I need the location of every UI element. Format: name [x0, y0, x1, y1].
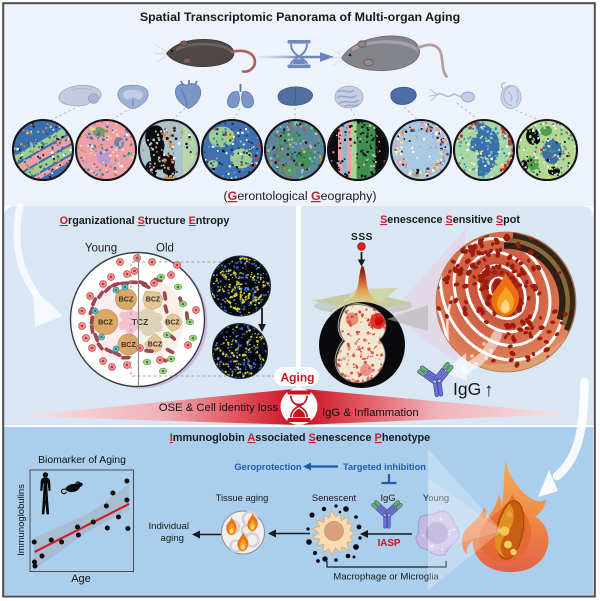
svg-text:↑: ↑	[484, 380, 494, 401]
svg-text:Senescence Sensitive Spot: Senescence Sensitive Spot	[380, 214, 520, 226]
svg-text:Immunoglobulins: Immunoglobulins	[16, 484, 27, 556]
svg-text:Targeted inhibition: Targeted inhibition	[343, 462, 426, 472]
svg-text:Macrophage or Microglia: Macrophage or Microglia	[333, 572, 439, 583]
svg-text:Aging: Aging	[281, 371, 315, 385]
svg-text:Biomarker of Aging: Biomarker of Aging	[38, 455, 126, 466]
svg-text:Organizational Structure Entro: Organizational Structure Entropy	[60, 215, 230, 227]
svg-text:TCZ: TCZ	[132, 317, 149, 327]
svg-text:Young: Young	[85, 243, 117, 255]
svg-text:Tissue aging: Tissue aging	[216, 492, 269, 503]
svg-text:Spatial Transcriptomic Panoram: Spatial Transcriptomic Panorama of Multi…	[140, 10, 460, 24]
svg-text:Senescent: Senescent	[312, 492, 357, 503]
svg-text:Old: Old	[156, 243, 174, 255]
svg-text:IgG: IgG	[453, 379, 481, 399]
svg-text:(Gerontological Geography): (Gerontological Geography)	[224, 189, 377, 203]
svg-text:BCZ: BCZ	[98, 318, 113, 327]
svg-text:IASP: IASP	[378, 538, 401, 549]
svg-text:BCZ: BCZ	[146, 297, 161, 304]
svg-text:IgG: IgG	[380, 492, 395, 503]
svg-text:Young: Young	[423, 492, 449, 503]
svg-text:IgG & Inflammation: IgG & Inflammation	[322, 407, 419, 419]
svg-text:OSE & Cell identity loss: OSE & Cell identity loss	[159, 402, 279, 414]
svg-text:Immunoglobin Associated Senesc: Immunoglobin Associated Senescence Pheno…	[170, 432, 430, 444]
svg-text:aging: aging	[161, 533, 184, 544]
svg-text:BCZ: BCZ	[121, 340, 136, 349]
svg-text:BCZ: BCZ	[165, 320, 180, 327]
svg-text:BCZ: BCZ	[119, 295, 134, 304]
svg-text:BCZ: BCZ	[148, 342, 163, 349]
svg-text:SSS: SSS	[351, 232, 373, 243]
svg-text:Individual: Individual	[148, 521, 189, 532]
svg-text:Geroprotection: Geroprotection	[234, 462, 301, 472]
svg-text:Age: Age	[71, 573, 91, 585]
